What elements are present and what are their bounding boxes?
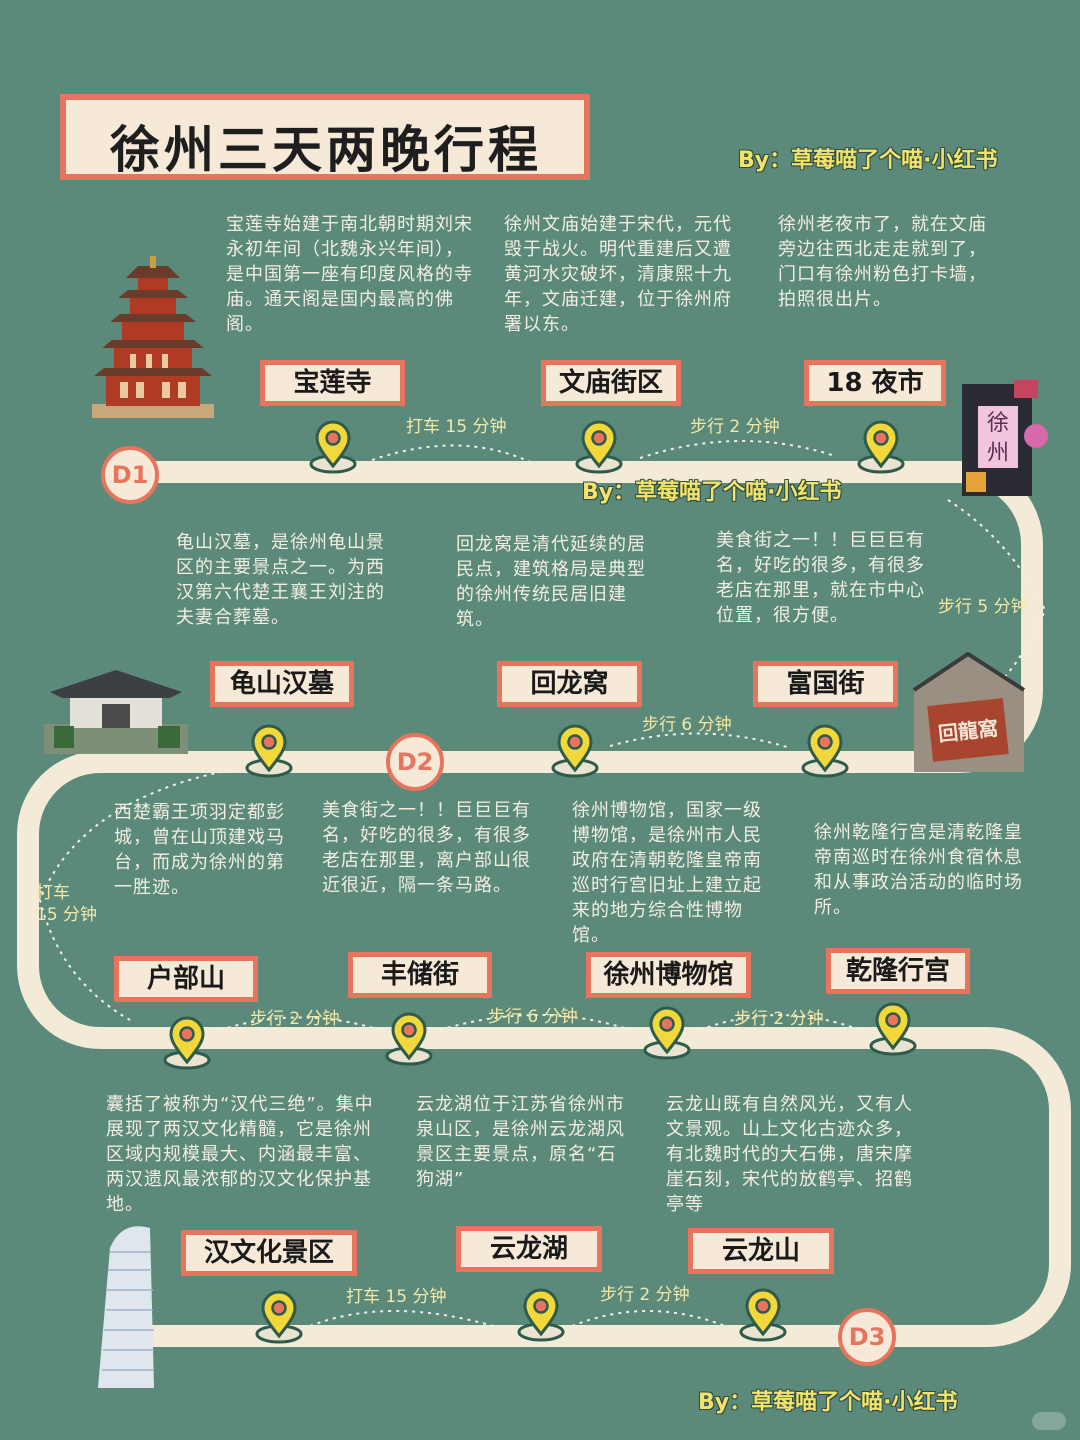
transfer-note: 步行 6 分钟 bbox=[642, 715, 732, 735]
transfer-note: 打车 15 分钟 bbox=[346, 1287, 447, 1307]
map-pin-icon bbox=[309, 420, 357, 474]
tower-photo bbox=[98, 1226, 154, 1388]
map-pin-icon bbox=[857, 420, 905, 474]
night-market-sign-bottom: 州 bbox=[987, 441, 1009, 466]
byline: By：草莓喵了个喵·小红书 bbox=[582, 480, 842, 505]
map-pin-icon bbox=[739, 1288, 787, 1342]
stop-desc: 回龙窝是清代延续的居民点，建筑格局是典型的徐州传统民居旧建筑。 bbox=[456, 534, 646, 630]
stop-desc: 西楚霸王项羽定都彭城，曾在山顶建戏马台，而成为徐州的第一胜迹。 bbox=[114, 802, 285, 898]
map-pin-icon bbox=[385, 1012, 433, 1066]
transfer-note: 步行 2 分钟 bbox=[690, 417, 780, 437]
stop-label: 户部山 bbox=[114, 956, 258, 1002]
tomb-photo bbox=[44, 670, 188, 754]
map-pin-icon bbox=[869, 1002, 917, 1056]
transfer-note: 步行 5 分钟 bbox=[938, 597, 1028, 617]
stop-label: 乾隆行宫 bbox=[826, 948, 970, 994]
stop-desc: 徐州乾隆行宫是清乾隆皇帝南巡时在徐州食宿休息和从事政治活动的临时场所。 bbox=[814, 822, 1023, 918]
map-pin-icon bbox=[643, 1006, 691, 1060]
stop-label: 回龙窝 bbox=[497, 661, 642, 707]
map-pin-icon bbox=[163, 1016, 211, 1070]
title-box: 徐州三天两晚行程 bbox=[60, 94, 590, 180]
stop-desc: 徐州老夜市了，就在文庙旁边往西北走走就到了，门口有徐州粉色打卡墙，拍照很出片。 bbox=[778, 214, 987, 310]
stop-desc: 美食街之一！！巨巨巨有名，好吃的很多，有很多老店在那里，就在市中心位置，很方便。 bbox=[716, 530, 925, 626]
stop-label: 汉文化景区 bbox=[181, 1230, 357, 1276]
map-pin-icon bbox=[575, 420, 623, 474]
stop-desc: 云龙山既有自然风光，又有人文景观。山上文化古迹众多，有北魏时代的大石佛，唐宋摩崖… bbox=[666, 1094, 913, 1215]
stop-label: 徐州博物馆 bbox=[586, 952, 751, 998]
map-pin-icon bbox=[801, 724, 849, 778]
stop-label: 云龙湖 bbox=[456, 1226, 602, 1272]
stop-desc: 云龙湖位于江苏省徐州市泉山区，是徐州云龙湖风景区主要景点，原名“石狗湖” bbox=[416, 1094, 625, 1190]
day-badge-d3: D3 bbox=[838, 1308, 896, 1366]
stop-desc: 龟山汉墓，是徐州龟山景区的主要景点之一。为西汉第六代楚王襄王刘注的夫妻合葬墓。 bbox=[176, 532, 385, 628]
transfer-note: 步行 2 分钟 bbox=[250, 1009, 340, 1029]
transfer-note: 步行 2 分钟 bbox=[734, 1009, 824, 1029]
night-market-sign-top: 徐 bbox=[987, 411, 1009, 436]
stop-desc: 徐州博物馆，国家一级博物馆，是徐州市人民政府在清朝乾隆皇帝南巡时行宫旧址上建立起… bbox=[572, 800, 762, 946]
stop-label: 文庙街区 bbox=[541, 360, 681, 406]
stop-label: 丰储街 bbox=[348, 952, 492, 998]
byline: By：草莓喵了个喵·小红书 bbox=[698, 1390, 958, 1415]
transfer-note: 步行 2 分钟 bbox=[600, 1285, 690, 1305]
stop-label: 云龙山 bbox=[688, 1228, 834, 1274]
pagoda-photo bbox=[92, 256, 214, 418]
stop-label: 龟山汉墓 bbox=[210, 661, 354, 707]
page-title: 徐州三天两晚行程 bbox=[110, 121, 542, 179]
day-badge-d1: D1 bbox=[101, 446, 159, 504]
stop-desc: 宝莲寺始建于南北朝时期刘宋永初年间（北魏永兴年间），是中国第一座有印度风格的寺庙… bbox=[226, 214, 473, 335]
map-pin-icon bbox=[255, 1290, 303, 1344]
byline: By：草莓喵了个喵·小红书 bbox=[738, 148, 998, 173]
stop-label: 富国街 bbox=[753, 661, 898, 707]
watermark-badge bbox=[1032, 1412, 1066, 1430]
map-pin-icon bbox=[245, 724, 293, 778]
huilongwo-photo: 回龍窩 bbox=[912, 651, 1026, 772]
transfer-note: 打车 15 分钟 bbox=[406, 417, 507, 437]
night-market-photo: 徐 州 bbox=[962, 380, 1048, 496]
map-pin-icon bbox=[551, 724, 599, 778]
day-badge-d2: D2 bbox=[386, 733, 444, 791]
stop-desc: 美食街之一！！巨巨巨有名，好吃的很多，有很多老店在那里，离户部山很近很近，隔一条… bbox=[322, 800, 531, 896]
transfer-note: 步行 6 分钟 bbox=[488, 1007, 578, 1027]
stop-desc: 囊括了被称为“汉代三绝”。集中展现了两汉文化精髓，它是徐州区域内规模最大、内涵最… bbox=[106, 1094, 374, 1215]
map-pin-icon bbox=[517, 1288, 565, 1342]
stop-label: 宝莲寺 bbox=[260, 360, 405, 406]
stop-label: 18 夜市 bbox=[804, 360, 946, 406]
stop-desc: 徐州文庙始建于宋代，元代毁于战火。明代重建后又遭黄河水灾破坏，清康熙十九年，文庙… bbox=[504, 214, 732, 335]
transfer-note: 打车 15 分钟 bbox=[36, 883, 98, 925]
